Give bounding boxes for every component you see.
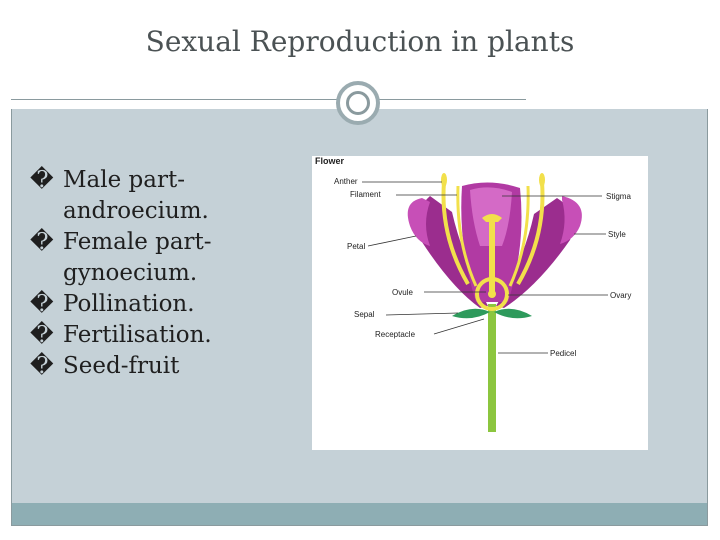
anther-right-shape xyxy=(539,173,545,187)
petal-right-fold-shape xyxy=(560,196,582,244)
style-shape xyxy=(489,218,495,292)
label-receptacle: Receptacle xyxy=(375,330,416,339)
stigma-shape xyxy=(482,214,502,222)
label-ovule: Ovule xyxy=(392,288,413,297)
petal-leader xyxy=(367,235,417,247)
bullet-item: � Pollination. xyxy=(30,289,300,320)
ovule-shape xyxy=(488,290,496,298)
label-filament: Filament xyxy=(350,190,381,199)
bullet-text: Fertilisation. xyxy=(63,322,212,348)
ovary-shape xyxy=(475,277,509,311)
bullet-text: Pollination. xyxy=(63,291,195,317)
diagram-heading: Flower xyxy=(315,156,345,166)
bullet-item: � Female part- gynoecium. xyxy=(30,227,300,289)
flower-diagram-svg: Flower Anther Filament Petal Ovule Sepal… xyxy=(315,156,631,432)
receptacle-leader xyxy=(433,318,485,335)
sepal-leader xyxy=(385,312,459,316)
bullet-glyph: � xyxy=(30,353,54,379)
label-anther: Anther xyxy=(334,177,358,186)
bullet-text: Seed-fruit xyxy=(63,353,180,379)
anther-left-shape xyxy=(441,173,447,187)
label-style: Style xyxy=(608,230,626,239)
title-divider xyxy=(11,99,526,100)
bullet-list: � Male part- androecium. � Female part- gy… xyxy=(30,165,300,382)
bullet-glyph: � xyxy=(30,322,54,348)
flower-diagram: Flower Anther Filament Petal Ovule Sepal… xyxy=(312,156,648,450)
slide-title: Sexual Reproduction in plants xyxy=(145,25,575,58)
sepal-left-shape xyxy=(452,308,490,319)
bullet-item: � Seed-fruit xyxy=(30,351,300,382)
filament-inner-left-shape xyxy=(456,185,478,287)
sepal-right-shape xyxy=(494,308,532,319)
filament-right-shape xyxy=(516,181,545,286)
bullet-glyph: � xyxy=(30,229,54,255)
decorative-circle-inner xyxy=(346,91,370,115)
bullet-text: Female part- gynoecium. xyxy=(63,229,212,286)
label-petal: Petal xyxy=(347,242,365,251)
decorative-circle xyxy=(336,81,380,125)
label-sepal: Sepal xyxy=(354,310,375,319)
label-ovary: Ovary xyxy=(610,291,631,300)
bullet-text: Male part- androecium. xyxy=(63,167,209,224)
petal-right-shape xyxy=(496,198,574,308)
bullet-item: � Male part- androecium. xyxy=(30,165,300,227)
petal-left-fold-shape xyxy=(407,198,430,246)
bullet-glyph: � xyxy=(30,167,54,193)
pedicel-shape xyxy=(488,304,496,432)
label-pedicel: Pedicel xyxy=(550,349,576,358)
bullet-glyph: � xyxy=(30,291,54,317)
label-stigma: Stigma xyxy=(606,192,631,201)
filament-inner-right-shape xyxy=(508,185,530,287)
filament-left-shape xyxy=(441,181,470,286)
leader-lines xyxy=(362,181,608,354)
bullet-item: � Fertilisation. xyxy=(30,320,300,351)
footer-bar xyxy=(12,503,707,525)
